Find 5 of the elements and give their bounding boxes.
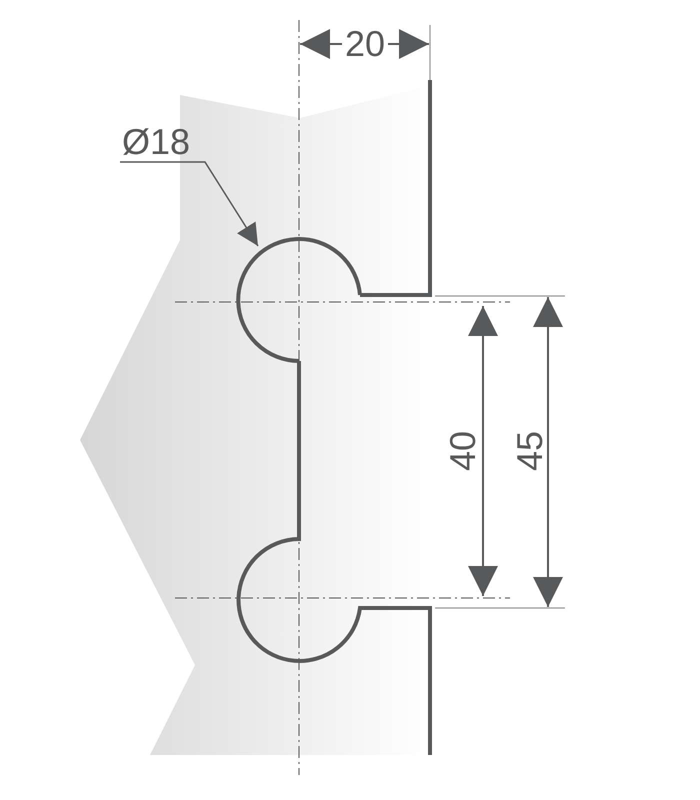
diameter-label: Ø18 — [122, 122, 190, 162]
dimension-value: 40 — [443, 430, 484, 474]
dimension-value: 45 — [510, 430, 550, 474]
leader-line — [120, 161, 259, 246]
semicircular-notch — [236, 237, 362, 363]
